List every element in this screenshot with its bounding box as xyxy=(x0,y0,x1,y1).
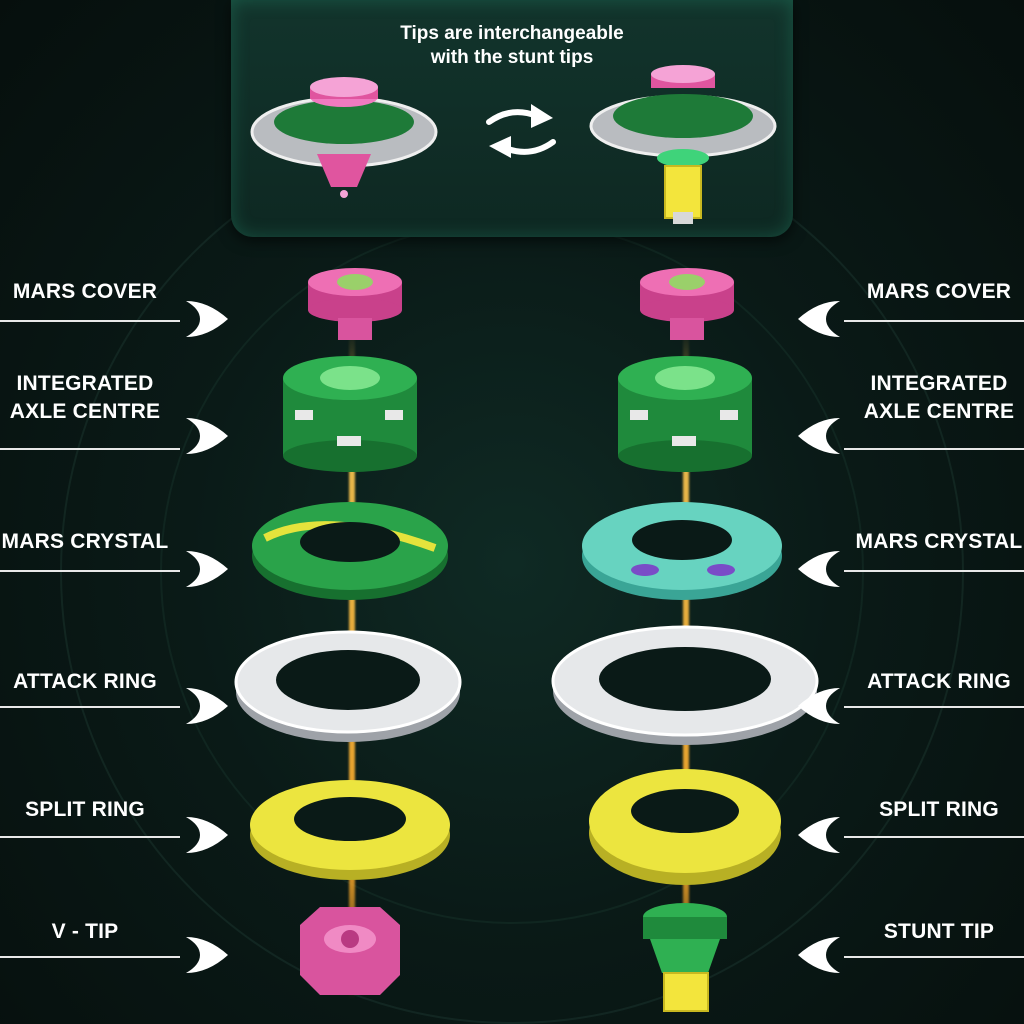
pointer-arrow-icon xyxy=(798,937,840,973)
assembled-top-v-tip xyxy=(250,77,438,198)
attack-ring-part-right xyxy=(551,625,819,745)
leader-line xyxy=(844,570,1024,572)
stunt-tip-part-right xyxy=(643,903,727,1012)
pointer-arrow-icon xyxy=(798,551,840,587)
assembled-top-stunt-tip xyxy=(589,65,777,224)
pointer-arrow-icon xyxy=(798,688,840,724)
swap-arrows-icon xyxy=(486,104,556,158)
pointer-arrow-icon xyxy=(186,817,228,853)
leader-line xyxy=(0,706,180,708)
leader-line xyxy=(0,570,180,572)
interchangeable-tips-panel: Tips are interchangeable with the stunt … xyxy=(231,0,793,237)
label-split-ring-right: SPLIT RING xyxy=(879,798,999,821)
panel-caption: Tips are interchangeable with the stunt … xyxy=(231,22,793,70)
leader-line xyxy=(0,836,180,838)
mars-crystal-part-left xyxy=(252,502,448,600)
mars-cover-part-left xyxy=(308,268,402,340)
leader-line xyxy=(844,706,1024,708)
label-split-ring-left: SPLIT RING xyxy=(25,798,145,821)
pointer-arrow-icon xyxy=(798,817,840,853)
split-ring-part-right xyxy=(589,769,781,885)
axle-centre-part-right xyxy=(618,356,752,472)
attack-ring-part-left xyxy=(234,630,462,742)
split-ring-part-left xyxy=(250,780,450,880)
label-v-tip-left: V - TIP xyxy=(51,920,119,943)
caption-line-2: with the stunt tips xyxy=(430,47,594,68)
leader-line xyxy=(844,956,1024,958)
label-attack-ring-right: ATTACK RING xyxy=(867,670,1011,693)
leader-line xyxy=(844,448,1024,450)
pointer-arrow-icon xyxy=(798,301,840,337)
label-mars-cover-right: MARS COVER xyxy=(866,280,1012,303)
pointer-arrow-icon xyxy=(186,418,228,454)
mars-crystal-part-right xyxy=(582,502,782,600)
leader-line xyxy=(0,448,180,450)
label-stunt-tip-right: STUNT TIP xyxy=(883,920,995,943)
leader-line xyxy=(844,320,1024,322)
label-mars-crystal-right: MARS CRYSTAL xyxy=(855,530,1023,553)
v-tip-part-left xyxy=(300,907,400,995)
caption-line-1: Tips are interchangeable xyxy=(400,23,624,44)
mars-cover-part-right xyxy=(640,268,734,340)
label-attack-ring-left: ATTACK RING xyxy=(13,670,157,693)
pointer-arrow-icon xyxy=(186,301,228,337)
pointer-arrow-icon xyxy=(186,551,228,587)
pointer-arrow-icon xyxy=(186,937,228,973)
pointer-arrow-icon xyxy=(798,418,840,454)
leader-line xyxy=(0,320,180,322)
label-mars-crystal-left: MARS CRYSTAL xyxy=(1,530,169,553)
leader-line xyxy=(844,836,1024,838)
axle-centre-part-left xyxy=(283,356,417,472)
pointer-arrow-icon xyxy=(186,688,228,724)
leader-line xyxy=(0,956,180,958)
label-mars-cover-left: MARS COVER xyxy=(12,280,158,303)
